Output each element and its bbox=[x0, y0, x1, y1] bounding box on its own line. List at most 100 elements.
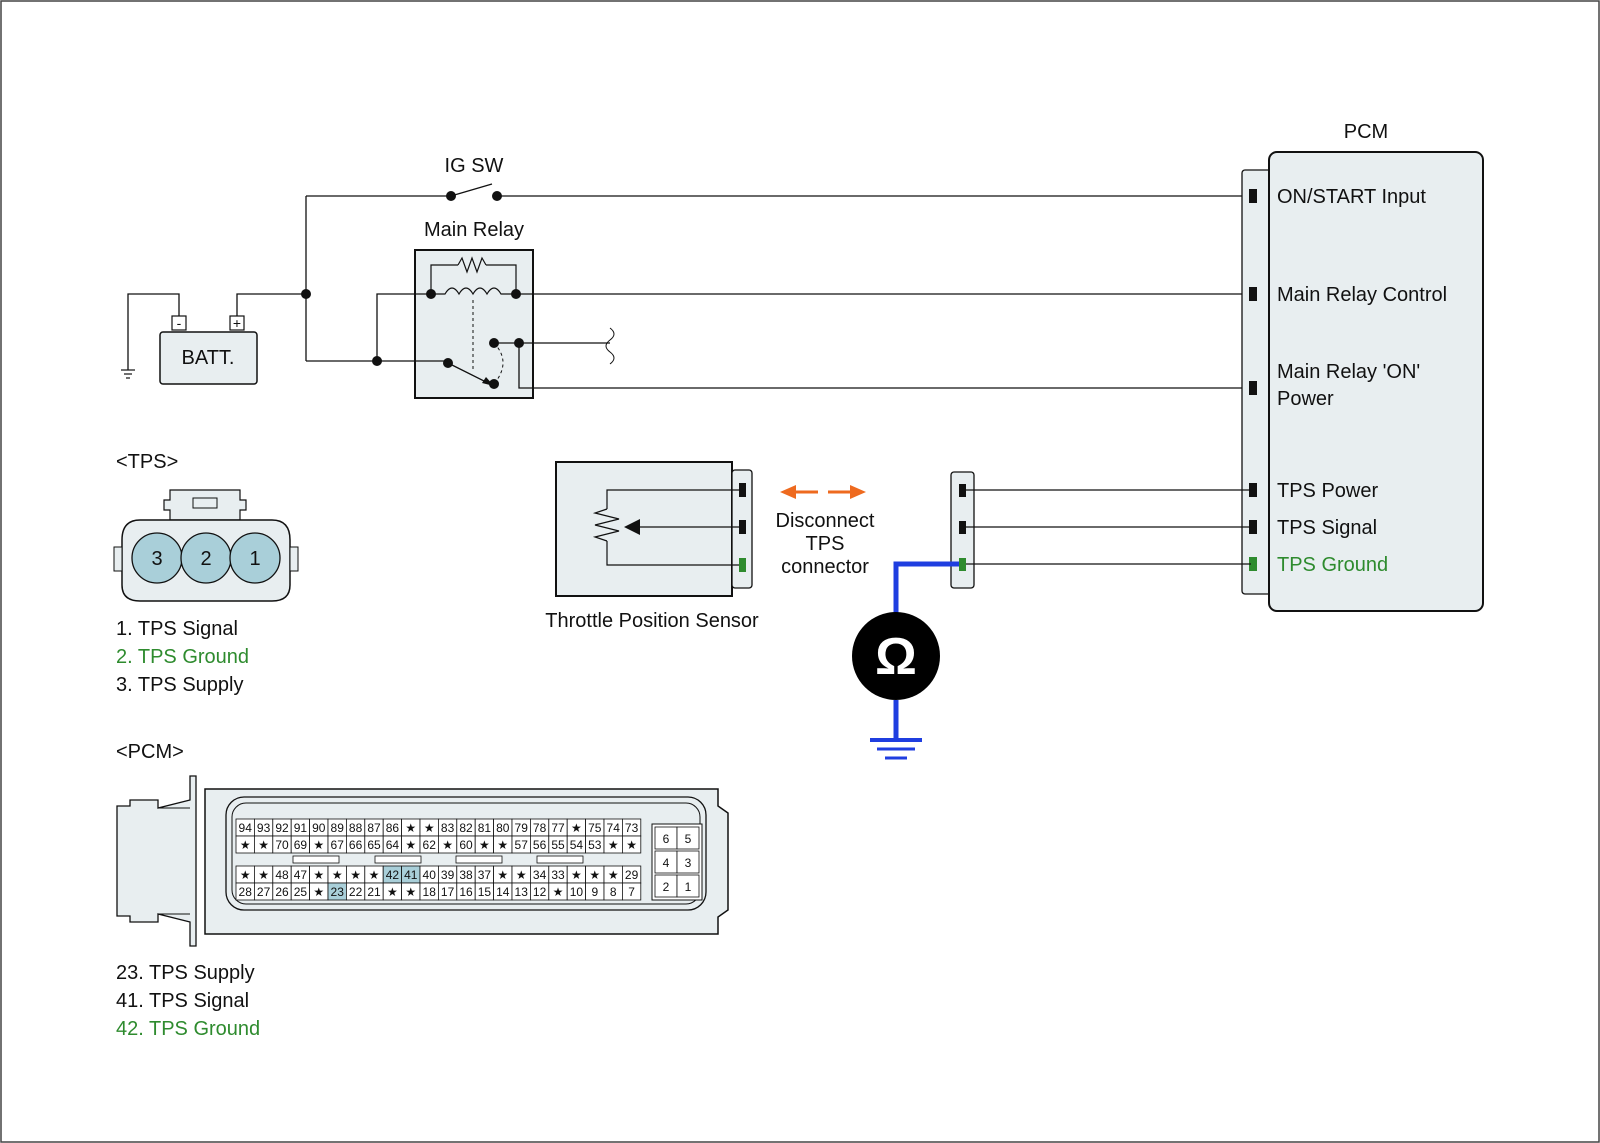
pcm-pin-number: 75 bbox=[588, 821, 602, 835]
pcm-small-pin-cell bbox=[676, 874, 700, 898]
battery: BATT. - + bbox=[159, 315, 258, 385]
pcm-pin-number: 60 bbox=[459, 838, 473, 852]
pcm-pin-number: ★ bbox=[608, 868, 619, 882]
pcm-terminal-label: ON/START Input bbox=[1277, 186, 1426, 208]
tps-pin-number: 3 bbox=[151, 548, 162, 570]
pcm-pin-number: 37 bbox=[478, 868, 492, 882]
pcm-terminal-label: Main Relay 'ON' bbox=[1277, 361, 1420, 383]
pcm-pin-number: 26 bbox=[275, 885, 289, 899]
pcm-key-tab bbox=[374, 855, 422, 864]
pcm-pin-number: 70 bbox=[275, 838, 289, 852]
battery-wiring bbox=[127, 196, 377, 370]
ohmmeter: Ω bbox=[852, 561, 959, 760]
pcm-small-pin-number: 6 bbox=[663, 832, 670, 846]
disconnect-line-1: Disconnect bbox=[776, 510, 875, 532]
pcm-pin-number: 87 bbox=[367, 821, 381, 835]
pcm-pin-number: ★ bbox=[479, 838, 490, 852]
relay-wiring bbox=[376, 293, 1251, 389]
pcm-pin-number: ★ bbox=[553, 885, 564, 899]
throttle-position-sensor: Throttle Position Sensor bbox=[545, 461, 759, 632]
pcm-terminal-pin bbox=[1249, 189, 1257, 203]
tps-pin-number: 2 bbox=[200, 548, 211, 570]
ignition-switch: IG SW bbox=[306, 155, 1251, 201]
pcm-pin-cell bbox=[622, 882, 642, 901]
pcm-key-tab bbox=[536, 855, 584, 864]
pcm-terminal-pin bbox=[1249, 557, 1257, 571]
pcm-small-pin-cell bbox=[676, 850, 700, 874]
pcm-pin-number: 14 bbox=[496, 885, 510, 899]
pcm-pin-number: 83 bbox=[441, 821, 455, 835]
pcm-pin-number: 88 bbox=[349, 821, 363, 835]
pcm-legend-item: 23. TPS Supply bbox=[116, 962, 255, 984]
pcm-pin-number: 41 bbox=[404, 868, 418, 882]
pcm-pin-number: ★ bbox=[313, 868, 324, 882]
pcm-pin-number: 28 bbox=[239, 885, 253, 899]
pcm-pin-number: ★ bbox=[442, 838, 453, 852]
pcm-pin-number: 29 bbox=[625, 868, 639, 882]
battery-minus-sign: - bbox=[177, 315, 182, 331]
pcm-pin-number: ★ bbox=[387, 885, 398, 899]
pcm-pin-number: 78 bbox=[533, 821, 547, 835]
pcm-pin-number: 48 bbox=[275, 868, 289, 882]
pcm-pin-number: 47 bbox=[294, 868, 308, 882]
pcm-small-pin-cell bbox=[676, 826, 700, 850]
pcm-terminal-label: Main Relay Control bbox=[1277, 284, 1447, 306]
tps-harness-wiring bbox=[966, 489, 1251, 565]
pcm-pin-number: 13 bbox=[515, 885, 529, 899]
pcm-pin-number: 94 bbox=[239, 821, 253, 835]
pcm-legend-item: 41. TPS Signal bbox=[116, 990, 249, 1012]
pcm-pin-number: 86 bbox=[386, 821, 400, 835]
pcm-pin-number: 93 bbox=[257, 821, 271, 835]
pcm-pin-number: ★ bbox=[240, 868, 251, 882]
junction-dot bbox=[514, 338, 524, 348]
pcm-small-pin-number: 4 bbox=[663, 856, 670, 870]
pcm-body bbox=[1268, 151, 1484, 612]
pcm-legend: 23. TPS Supply 41. TPS Signal 42. TPS Grou… bbox=[116, 962, 260, 1040]
pcm-legend-item: 42. TPS Ground bbox=[116, 1018, 260, 1040]
pcm-pin-number: ★ bbox=[313, 838, 324, 852]
pcm-title: PCM bbox=[1344, 121, 1388, 143]
pcm-terminal-label: TPS Power bbox=[1277, 480, 1378, 502]
pcm-pin-number: 10 bbox=[570, 885, 584, 899]
pcm-pin-number: 42 bbox=[386, 868, 400, 882]
pcm-pin-number: 90 bbox=[312, 821, 326, 835]
pcm-pin-number: 77 bbox=[551, 821, 565, 835]
pcm-pin-number: ★ bbox=[608, 838, 619, 852]
pcm-pin-number: 73 bbox=[625, 821, 639, 835]
tps-harness-connector bbox=[950, 471, 975, 589]
pcm-pin-number: ★ bbox=[405, 838, 416, 852]
pcm-small-pin-number: 2 bbox=[663, 880, 670, 894]
pcm-pin-number: 89 bbox=[331, 821, 345, 835]
tps-pin-number: 1 bbox=[249, 548, 260, 570]
pcm-small-pin-number: 5 bbox=[685, 832, 692, 846]
pcm-pin-number: 67 bbox=[331, 838, 345, 852]
pcm-pin-number: 66 bbox=[349, 838, 363, 852]
pcm-pin-number: 79 bbox=[515, 821, 529, 835]
tps-sensor-label: Throttle Position Sensor bbox=[545, 610, 759, 632]
pcm-pin-number: ★ bbox=[258, 868, 269, 882]
battery-label: BATT. bbox=[182, 347, 235, 369]
tps-pin-group: 3 2 1 bbox=[131, 532, 281, 584]
battery-plus-sign: + bbox=[233, 315, 241, 331]
pcm-pin-number: 55 bbox=[551, 838, 565, 852]
pcm-pin-number: 82 bbox=[459, 821, 473, 835]
pcm-pin-number: 53 bbox=[588, 838, 602, 852]
tps-legend-item: 2. TPS Ground bbox=[116, 646, 249, 668]
pcm-pin-number: ★ bbox=[424, 821, 435, 835]
disconnect-line-2: TPS bbox=[806, 533, 845, 555]
pcm-pin-number: ★ bbox=[313, 885, 324, 899]
pcm-terminal-label: Power bbox=[1277, 388, 1334, 410]
pcm-pin-cell bbox=[622, 835, 642, 854]
pcm-pin-number: 69 bbox=[294, 838, 308, 852]
pcm-pin-number: 74 bbox=[607, 821, 621, 835]
pcm-pin-number: 16 bbox=[459, 885, 473, 899]
ig-sw-label: IG SW bbox=[445, 155, 504, 177]
tps-legend-item: 3. TPS Supply bbox=[116, 674, 243, 696]
pcm-pin-number: 17 bbox=[441, 885, 455, 899]
disconnect-indicator: Disconnect TPS connector bbox=[776, 485, 875, 578]
